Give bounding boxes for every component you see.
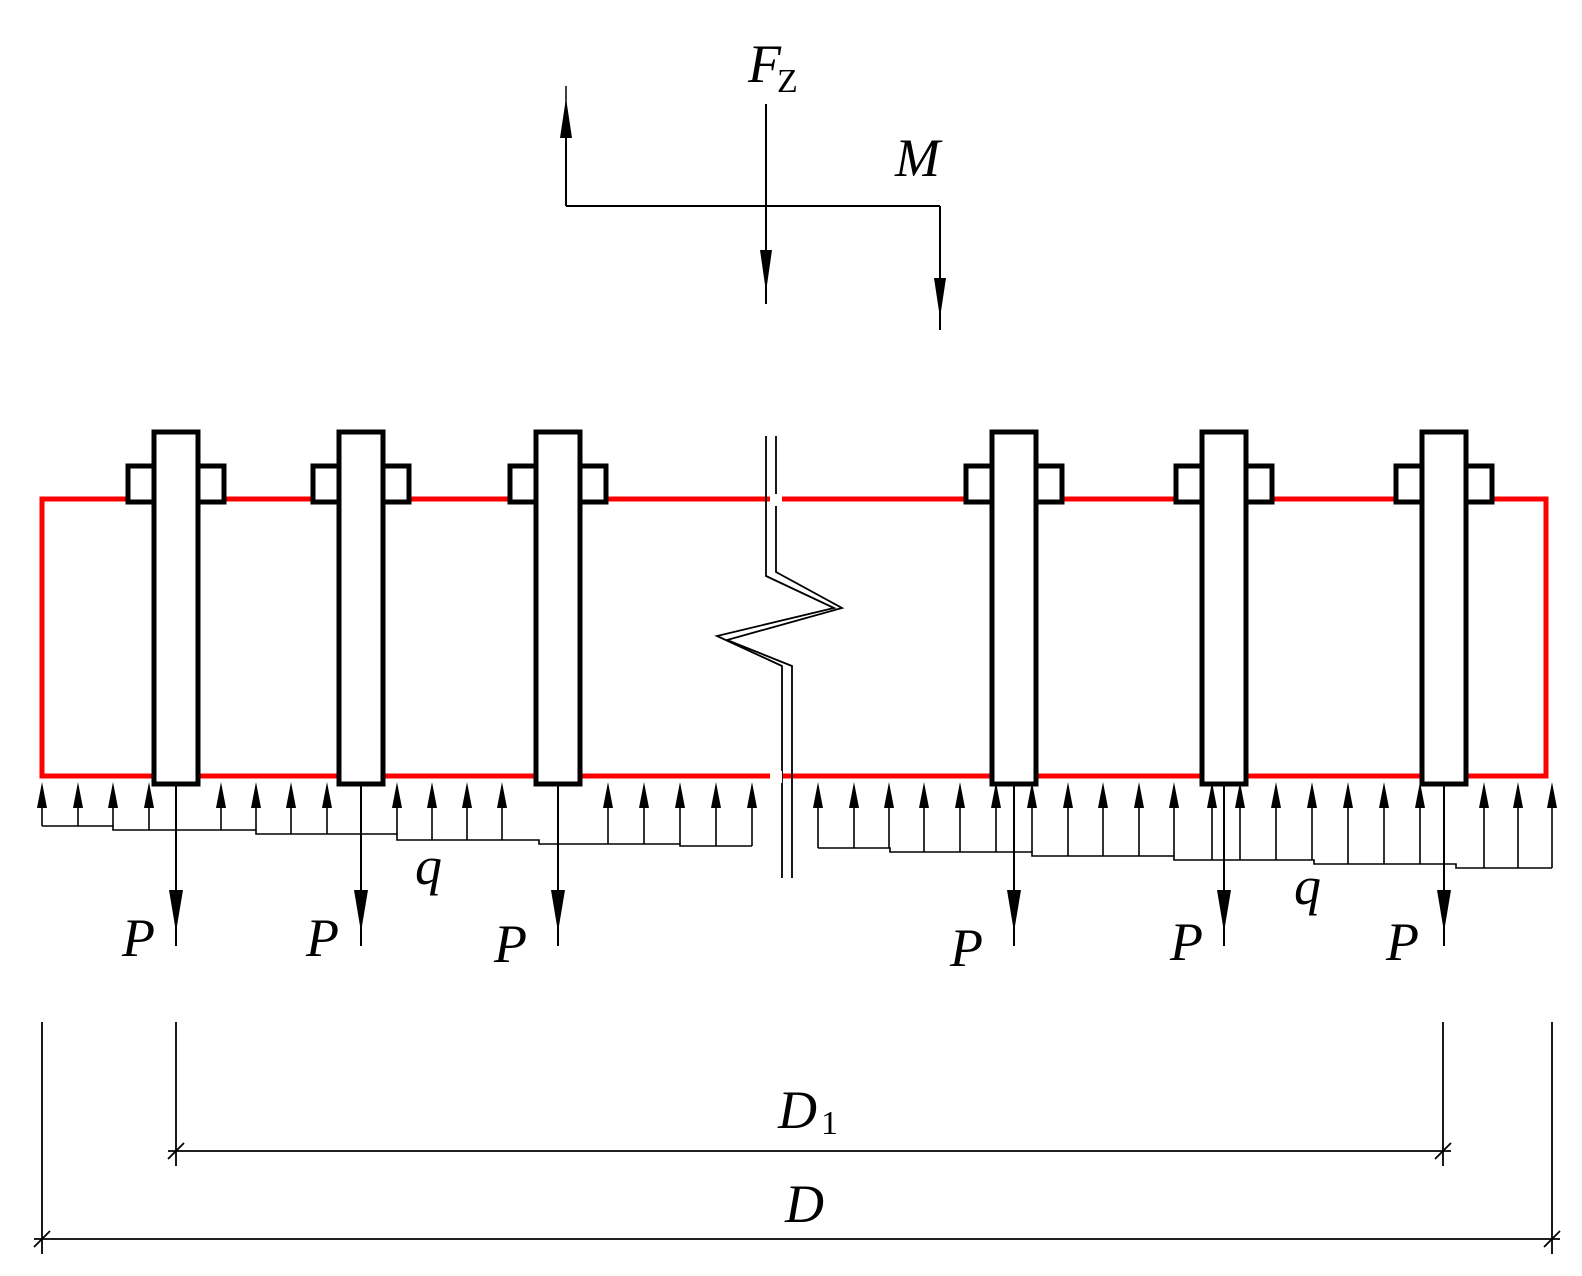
bolt-force-arrowhead [551,890,565,932]
bolt-shank [336,429,386,787]
q-arrowhead [251,782,261,808]
d-tick-left [33,1230,51,1248]
break-line-b [724,436,845,878]
bolt-force-label: P [1385,912,1419,972]
q-arrowhead [1379,782,1389,808]
anchor-bolt-4: P [949,429,1065,978]
q-arrowhead [1343,782,1353,808]
moment-down-arrowhead [934,278,946,318]
q-arrowhead [1415,782,1425,808]
anchor-bolt-5: P [1169,429,1275,972]
q-arrowhead [1235,782,1245,808]
q-arrowhead [144,782,154,808]
q-arrowhead [497,782,507,808]
q-arrowhead [639,782,649,808]
q-arrowhead [1479,782,1489,808]
bolt-shank [151,429,201,787]
anchor-bolt-2: P [305,429,412,968]
bolt-shank [1199,429,1249,787]
fz-subscript: Z [777,63,798,100]
q-arrowhead [322,782,332,808]
bolt-shank [989,429,1039,787]
bolt-force-arrowhead [1007,890,1021,932]
q-arrowhead [919,782,929,808]
anchor-bolt-6: P [1385,429,1495,972]
q-arrowhead [813,782,823,808]
break-gap-top [770,494,782,506]
q-arrowhead [849,782,859,808]
bolt-force-arrowhead [1217,890,1231,932]
q-arrowhead [884,782,894,808]
bolt-shank [1419,429,1469,787]
foundation [39,496,1549,779]
moment-up-arrowhead [560,98,572,138]
q-arrowhead [1027,782,1037,808]
d1-tick-left [167,1142,185,1160]
q-arrowhead [711,782,721,808]
q-arrowhead [747,782,757,808]
d1-label: D [777,1080,817,1140]
bolt-force-label: P [1169,912,1203,972]
foundation-left-part [39,496,770,779]
q-arrowhead [1547,782,1557,808]
bolt-force-arrowhead [354,890,368,932]
foundation-right-part [782,496,1549,779]
q-envelope-right [818,847,1552,869]
dimensions [33,1022,1561,1254]
q-arrowhead [1134,782,1144,808]
anchor-bolt-3: P [493,429,609,974]
d-tick-right [1543,1230,1561,1248]
anchor-bolt-1: P [121,429,227,968]
bolt-shank [533,429,583,787]
bolt-force-arrowhead [1437,890,1451,932]
q-arrowhead [1271,782,1281,808]
bolt-force-label: P [949,918,983,978]
top-loads: F Z M [560,34,946,330]
q-arrowhead [73,782,83,808]
bolt-force-label: P [121,908,155,968]
q-arrowhead [991,782,1001,808]
q-arrowhead [1098,782,1108,808]
fz-label: F [747,34,782,94]
break-line [714,436,845,878]
q-arrowhead [1169,782,1179,808]
q-arrowhead [1207,782,1217,808]
q-arrowhead [603,782,613,808]
q-arrowhead [286,782,296,808]
q-arrowhead [427,782,437,808]
bolt-force-label: P [305,908,339,968]
q-envelope-left [42,825,752,847]
bolt-force-arrowhead [169,890,183,932]
q-arrowhead [108,782,118,808]
d1-tick-right [1434,1142,1452,1160]
q-arrowhead [1513,782,1523,808]
fz-arrowhead [760,250,772,292]
q-arrowhead [675,782,685,808]
break-gap-bottom [770,771,782,783]
distributed-reaction-q [37,782,1557,869]
break-line-a [714,436,837,878]
q-arrowhead [216,782,226,808]
q-arrowhead [462,782,472,808]
d-label: D [784,1174,824,1234]
q-arrowhead [955,782,965,808]
q-arrowhead [1063,782,1073,808]
moment-label: M [894,128,943,188]
reaction-label-right: q [1294,856,1321,916]
q-arrowhead [37,782,47,808]
q-arrowhead [1307,782,1317,808]
reaction-label-left: q [415,836,442,896]
d1-subscript: 1 [821,1105,838,1142]
q-arrowhead [392,782,402,808]
bolt-force-label: P [493,914,527,974]
